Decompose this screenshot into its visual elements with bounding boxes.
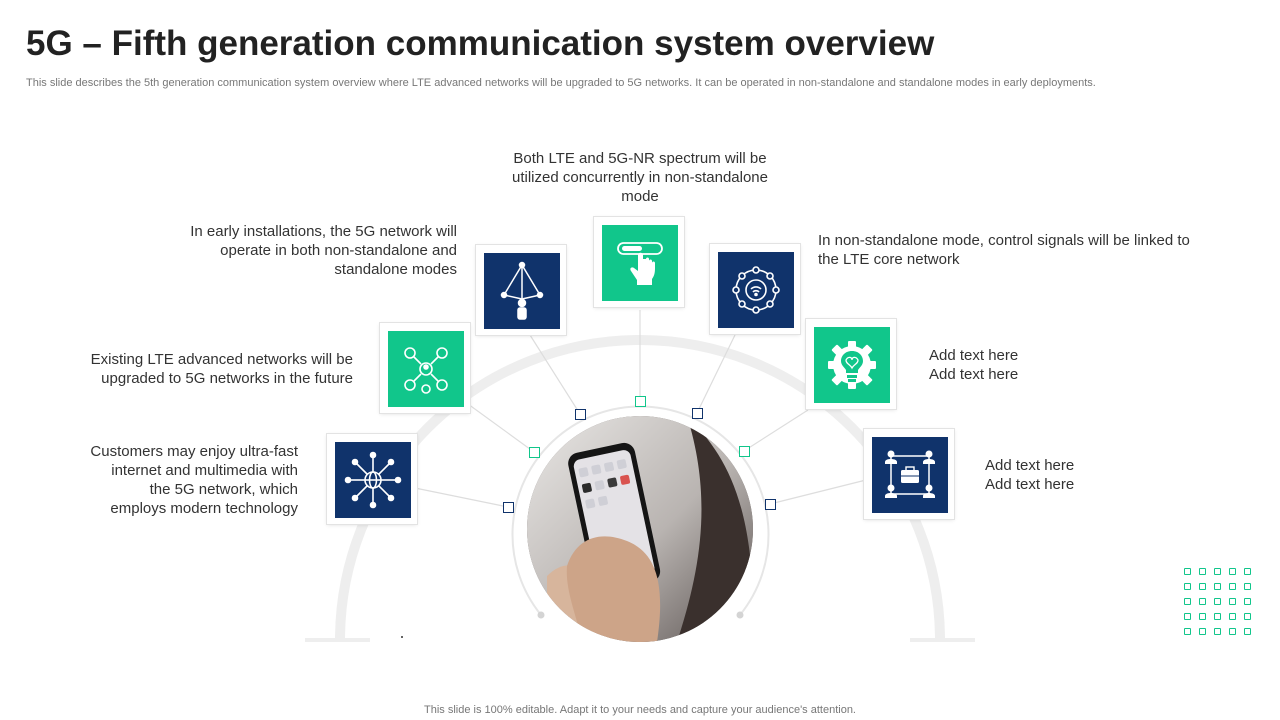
item-1-text: Customers may enjoy ultra-fast internet … (90, 442, 298, 518)
grid-dot (1229, 613, 1236, 620)
item-6-text: Add text here Add text here (929, 346, 1129, 384)
item-3-text: In early installations, the 5G network w… (160, 222, 457, 279)
slide-footer: This slide is 100% editable. Adapt it to… (0, 704, 1280, 716)
grid-dot (1244, 598, 1251, 605)
marker-1 (503, 502, 514, 513)
team-briefcase-icon (872, 437, 948, 513)
grid-dot (1184, 568, 1191, 575)
grid-dot (1214, 598, 1221, 605)
grid-dot (1229, 583, 1236, 590)
grid-dot (1244, 568, 1251, 575)
grid-dot (1199, 583, 1206, 590)
marker-7 (765, 499, 776, 510)
grid-dot (1229, 628, 1236, 635)
grid-dot (1244, 628, 1251, 635)
grid-dot (1184, 583, 1191, 590)
icon-card-4 (594, 217, 684, 307)
icon-card-5 (710, 244, 800, 334)
item-5-text: In non-standalone mode, control signals … (818, 231, 1208, 269)
grid-dot (1229, 568, 1236, 575)
marker-6 (739, 446, 750, 457)
marker-4 (635, 396, 646, 407)
toggle-hand-icon (602, 225, 678, 301)
marker-2 (529, 447, 540, 458)
grid-dot (1244, 583, 1251, 590)
people-network-icon (388, 331, 464, 407)
grid-dot (1199, 613, 1206, 620)
grid-dot (1214, 568, 1221, 575)
phone-photo (527, 416, 753, 642)
grid-dot (1199, 598, 1206, 605)
wifi-circle-icon (718, 252, 794, 328)
grid-dot (1184, 613, 1191, 620)
item-7-text: Add text here Add text here (985, 456, 1185, 494)
item-4-text: Both LTE and 5G-NR spectrum will be util… (510, 149, 770, 206)
grid-dot (1184, 598, 1191, 605)
grid-dot (1214, 613, 1221, 620)
grid-dot (1214, 583, 1221, 590)
grid-dot (1199, 568, 1206, 575)
grid-dot (1214, 628, 1221, 635)
icon-card-6 (806, 319, 896, 409)
grid-dot (1244, 613, 1251, 620)
icon-card-3 (476, 245, 566, 335)
grid-dot (1229, 598, 1236, 605)
grid-dot (1184, 628, 1191, 635)
globe-network-icon (335, 442, 411, 518)
icon-card-2 (380, 323, 470, 413)
icon-card-7 (864, 429, 954, 519)
marker-3 (575, 409, 586, 420)
gear-bulb-icon (814, 327, 890, 403)
person-network-icon (484, 253, 560, 329)
grid-dot (1199, 628, 1206, 635)
marker-5 (692, 408, 703, 419)
item-2-text: Existing LTE advanced networks will be u… (60, 350, 353, 388)
icon-card-1 (327, 434, 417, 524)
